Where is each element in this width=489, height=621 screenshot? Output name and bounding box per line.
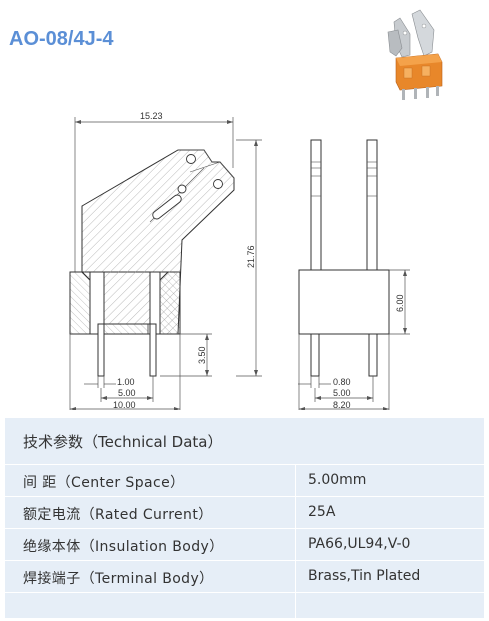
table-row: 焊接端子（Terminal Body） Brass,Tin Plated [5,560,484,593]
dim-pitch-side: 5.00 [333,388,351,398]
row-value: 25A [308,504,336,520]
table-row: 额定电流（Rated Current） 25A [5,496,484,529]
table-row: 绝缘本体（Insulation Body） PA66,UL94,V-0 [5,528,484,561]
row-label: 绝缘本体（Insulation Body） [23,539,224,555]
dim-body-height: 6.00 [395,294,405,312]
dim-pin-width: 1.00 [117,377,135,387]
dim-pin-thickness: 0.80 [333,377,351,387]
table-row [5,592,484,618]
row-label: 焊接端子（Terminal Body） [23,571,214,587]
dim-base-width-front: 10.00 [113,400,136,410]
column-divider [295,464,296,618]
dim-pin-length: 3.50 [197,346,207,364]
row-value: PA66,UL94,V-0 [308,536,411,552]
technical-data-heading: 技术参数（Technical Data） [23,433,223,451]
dim-overall-height: 21.76 [246,245,256,268]
dim-overall-width: 15.23 [140,111,163,121]
product-code-title: AO-08/4J-4 [9,28,114,50]
row-label: 额定电流（Rated Current） [23,507,213,523]
row-value: 5.00mm [308,472,367,488]
front-view: 15.23 21.76 3.50 [69,111,262,410]
table-row: 间 距（Center Space） 5.00mm [5,464,484,497]
side-view: 6.00 0.80 5.00 8.20 [298,139,410,410]
dim-pitch-front: 5.00 [118,388,136,398]
technical-data-table: 技术参数（Technical Data） 间 距（Center Space） 5… [5,418,484,618]
dim-base-width-side: 8.20 [333,400,351,410]
technical-data-header: 技术参数（Technical Data） [5,418,484,465]
row-value: Brass,Tin Plated [308,568,421,584]
technical-drawing: 15.23 21.76 3.50 [69,9,443,410]
product-photo [387,9,443,100]
row-label: 间 距（Center Space） [23,475,185,491]
